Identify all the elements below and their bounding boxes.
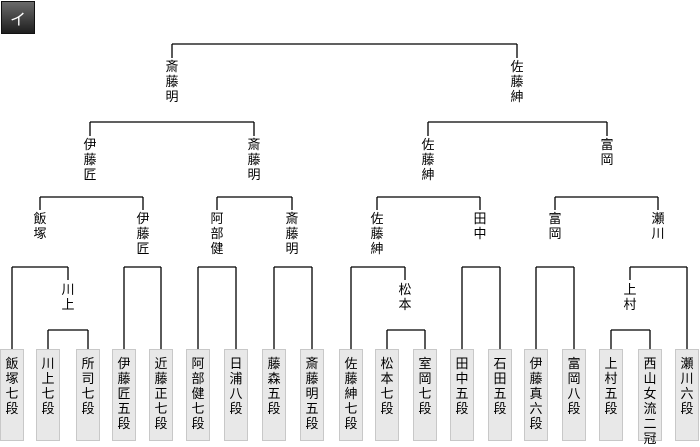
final-connector: [171, 43, 518, 58]
player-name: 室岡七段: [418, 357, 432, 417]
player-name: 藤森五段: [267, 357, 281, 417]
semifinal-winner-label: 富岡: [600, 138, 614, 168]
round2-winner-label: 上村: [623, 283, 637, 313]
quarterfinal-winner-label: 伊藤匠: [136, 212, 150, 257]
player-name: 川上七段: [41, 357, 55, 417]
player-entry[interactable]: 飯塚七段: [0, 349, 24, 441]
player-name: 阿部健七段: [191, 357, 205, 432]
round2-winner-label: 松本: [398, 283, 412, 313]
player-name: 近藤正七段: [154, 357, 168, 432]
player-name: 瀬川六段: [680, 357, 694, 417]
player-entry[interactable]: 伊藤真六段: [524, 349, 548, 441]
player-name: 所司七段: [81, 357, 95, 417]
player-name: 斎藤明五段: [305, 357, 319, 432]
player-entry[interactable]: 所司七段: [76, 349, 100, 441]
player-entry[interactable]: 室岡七段: [413, 349, 437, 441]
player-entry[interactable]: 富岡八段: [562, 349, 586, 441]
quarterfinal-winner-label: 富岡: [548, 212, 562, 242]
semifinal-winner-label: 佐藤紳: [421, 138, 435, 183]
bracket-tab-button[interactable]: イ: [1, 1, 35, 34]
player-name: 飯塚七段: [5, 357, 19, 417]
player-name: 上村五段: [604, 357, 618, 417]
player-entry[interactable]: 阿部健七段: [186, 349, 210, 441]
quarterfinal-winner-label: 阿部健: [210, 212, 224, 257]
player-entry[interactable]: 田中五段: [450, 349, 474, 441]
round1-connectors: [47, 329, 651, 349]
semifinal-connectors: [89, 121, 608, 136]
quarterfinal-connectors: [39, 196, 659, 210]
final-winner-label: 佐藤紳: [510, 60, 524, 105]
player-name: 佐藤紳七段: [344, 357, 358, 432]
player-name: 松本七段: [380, 357, 394, 417]
quarterfinal-winner-label: 飯塚: [33, 212, 47, 242]
player-entry[interactable]: 日浦八段: [224, 349, 248, 441]
player-name: 西山女流二冠: [643, 357, 657, 447]
player-name: 石田五段: [493, 357, 507, 417]
player-entry[interactable]: 佐藤紳七段: [339, 349, 363, 441]
player-entry[interactable]: 上村五段: [599, 349, 623, 441]
quarterfinal-winner-label: 瀬川: [651, 212, 665, 242]
player-entry[interactable]: 松本七段: [375, 349, 399, 441]
round2-winner-label: 川上: [61, 283, 75, 313]
player-entry[interactable]: 伊藤匠五段: [112, 349, 136, 441]
player-entry[interactable]: 石田五段: [488, 349, 512, 441]
quarterfinal-winner-label: 佐藤紳: [370, 212, 384, 257]
quarterfinal-winner-label: 田中: [473, 212, 487, 242]
player-name: 田中五段: [455, 357, 469, 417]
player-name: 伊藤匠五段: [117, 357, 131, 432]
player-entry[interactable]: 西山女流二冠: [638, 349, 662, 447]
player-entry[interactable]: 川上七段: [36, 349, 60, 441]
player-entry[interactable]: 斎藤明五段: [300, 349, 324, 441]
semifinal-winner-label: 伊藤匠: [83, 138, 97, 183]
player-name: 富岡八段: [567, 357, 581, 417]
player-entry[interactable]: 藤森五段: [262, 349, 286, 441]
player-entry[interactable]: 近藤正七段: [149, 349, 173, 441]
final-winner-label: 斎藤明: [165, 60, 179, 105]
tab-label: イ: [9, 9, 26, 29]
player-name: 日浦八段: [229, 357, 243, 417]
quarterfinal-winner-label: 斎藤明: [285, 212, 299, 257]
player-name: 伊藤真六段: [529, 357, 543, 432]
round2-connectors: [11, 266, 688, 349]
player-entry[interactable]: 瀬川六段: [675, 349, 699, 441]
semifinal-winner-label: 斎藤明: [247, 138, 261, 183]
